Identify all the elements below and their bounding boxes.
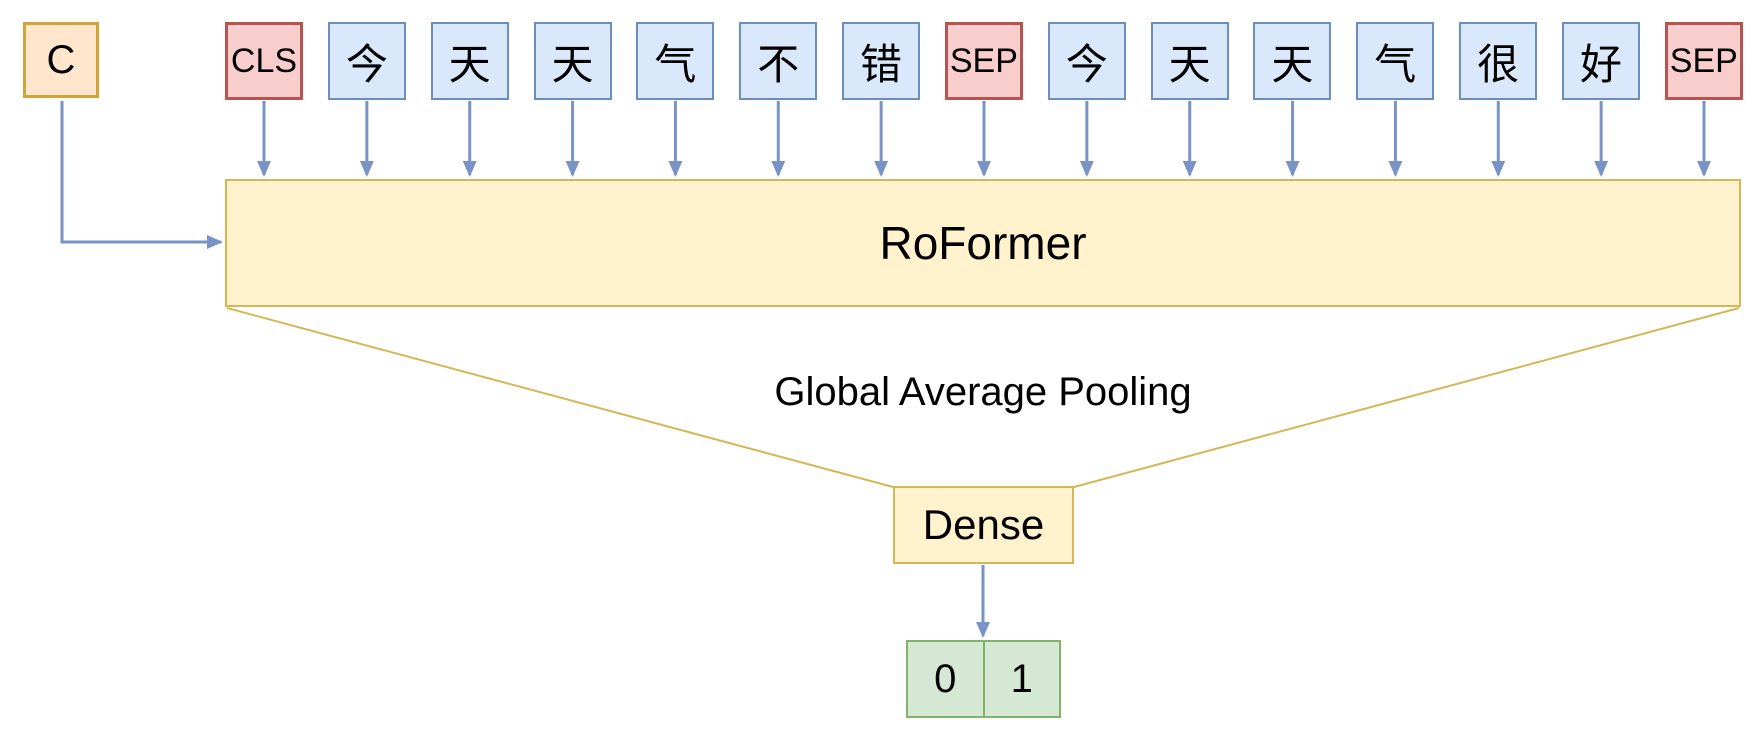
- token-box-气-11: 气: [1356, 22, 1435, 100]
- roformer-box: RoFormer: [225, 179, 1741, 307]
- token-box-不-5: 不: [739, 22, 818, 100]
- roformer-label: RoFormer: [879, 217, 1087, 269]
- token-box-天-10: 天: [1253, 22, 1332, 100]
- token-box-天-2: 天: [430, 22, 509, 100]
- token-box-天-3: 天: [533, 22, 612, 100]
- output-cell-1: 1: [982, 642, 1060, 716]
- token-label: SEP: [1669, 41, 1738, 80]
- token-box-气-4: 气: [636, 22, 715, 100]
- token-label: 很: [1477, 40, 1520, 88]
- token-label: 不: [757, 40, 800, 88]
- c-token-box: C: [23, 22, 99, 98]
- output-box: 0 1: [906, 640, 1061, 718]
- token-box-sep-14: SEP: [1664, 22, 1743, 100]
- c-token-label: C: [46, 37, 76, 82]
- token-label: 气: [654, 40, 697, 88]
- token-box-很-12: 很: [1459, 22, 1538, 100]
- token-box-今-1: 今: [327, 22, 406, 100]
- dense-label: Dense: [922, 501, 1045, 548]
- token-label: 好: [1579, 40, 1622, 88]
- token-box-今-8: 今: [1047, 22, 1126, 100]
- token-label: 天: [448, 40, 491, 88]
- global-average-pooling-label: Global Average Pooling: [774, 370, 1192, 414]
- token-label: 气: [1374, 40, 1417, 88]
- token-box-错-6: 错: [842, 22, 921, 100]
- dense-box: Dense: [893, 486, 1074, 564]
- c-to-model-arrow: [60, 101, 223, 249]
- token-label: 今: [1065, 40, 1108, 88]
- token-row: CLS 今 天 天 气 不 错 SEP 今 天 天 气 很 好 SEP: [225, 22, 1743, 100]
- token-label: 天: [1271, 40, 1314, 88]
- token-box-sep-7: SEP: [944, 22, 1023, 100]
- token-box-cls-0: CLS: [225, 22, 303, 100]
- token-box-天-9: 天: [1150, 22, 1229, 100]
- token-label: CLS: [230, 41, 298, 80]
- output-cell-0: 0: [934, 656, 957, 701]
- token-label: 今: [345, 40, 388, 88]
- token-box-好-13: 好: [1561, 22, 1640, 100]
- token-arrows: [257, 101, 1711, 177]
- token-label: 天: [1168, 40, 1211, 88]
- token-label: SEP: [949, 41, 1018, 80]
- token-label: 错: [860, 40, 903, 88]
- token-label: 天: [551, 40, 594, 88]
